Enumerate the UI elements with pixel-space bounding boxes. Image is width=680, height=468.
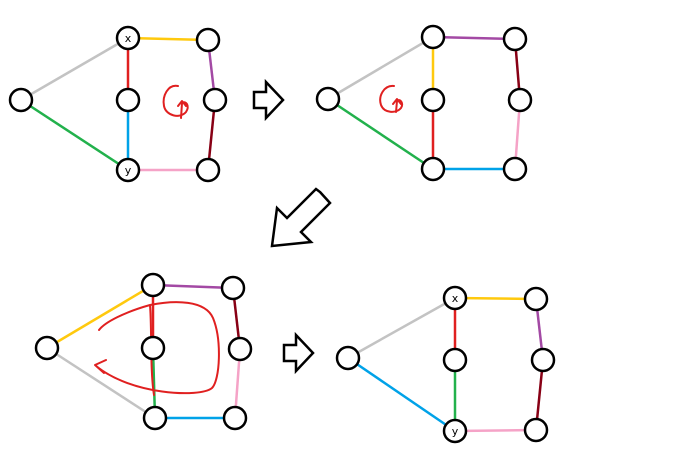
arrow-right-icon	[282, 331, 315, 375]
panel-3-node-y	[142, 405, 168, 431]
panel-2-node-midtop	[420, 87, 446, 113]
panel-3-edge-left-x	[46, 283, 154, 350]
panel-4-edge-left-y	[347, 356, 456, 433]
panel-2-edge-x-tr	[432, 35, 516, 41]
panel-4-node-br	[523, 417, 549, 443]
panel-2-node-y	[420, 156, 446, 182]
panel-1-label-y: y	[125, 164, 132, 177]
panel-1-node-mr	[202, 87, 228, 113]
panel-1-node-br	[195, 157, 221, 183]
panel-1-edge-left-y	[20, 98, 129, 172]
panel-3-node-mr	[227, 336, 253, 362]
panel-2-node-x	[420, 24, 446, 50]
panel-1-label-x: x	[125, 32, 132, 45]
panel-3-edge-left-y	[46, 346, 156, 420]
panel-3-node-midtop	[140, 335, 166, 361]
arrow-down-left-icon	[270, 187, 332, 248]
loop-scribble-icon	[94, 301, 220, 396]
panel-3-node-tr	[220, 275, 246, 301]
panel-2-node-mr	[507, 87, 533, 113]
panel-3-node-left	[34, 335, 60, 361]
panel-4-node-left	[335, 345, 361, 371]
panel-1-node-tr	[195, 27, 221, 53]
panel-1-node-x	[115, 25, 141, 51]
panel-4-label-y: y	[452, 425, 459, 438]
panel-3-edge-x-tr	[152, 283, 234, 290]
arrow-right-icon	[252, 78, 285, 122]
panel-3-node-br	[222, 405, 248, 431]
panel-2-node-tr	[502, 26, 528, 52]
panel-4-edge-y-br	[454, 428, 537, 433]
panel-4-label-x: x	[452, 292, 459, 305]
panel-2-node-left	[315, 86, 341, 112]
panel-4-edge-x-tr	[454, 296, 537, 301]
panel-1-node-y	[115, 157, 141, 183]
panel-4-node-x	[442, 285, 468, 311]
panel-1-node-midtop	[115, 87, 141, 113]
panel-3-node-x	[140, 272, 166, 298]
panel-1-edge-x-tr	[127, 36, 209, 42]
annotations	[94, 84, 404, 396]
rotation-scribble-icon	[162, 84, 189, 119]
rotation-scribble-icon	[379, 84, 404, 113]
panel-2-edge-left-y	[327, 97, 434, 171]
panel-1-node-left	[8, 87, 34, 113]
panel-4-node-y	[442, 418, 468, 444]
panel-1-edge-left-x	[20, 36, 129, 102]
nodes-layer: x y x y	[8, 24, 556, 444]
panel-2-edge-left-x	[327, 35, 434, 101]
panel-4-node-mr	[530, 347, 556, 373]
panel-4-edge-left-x	[347, 296, 456, 360]
panel-2-node-br	[502, 156, 528, 182]
panel-4-node-midtop	[442, 347, 468, 373]
panel-4-node-tr	[523, 286, 549, 312]
